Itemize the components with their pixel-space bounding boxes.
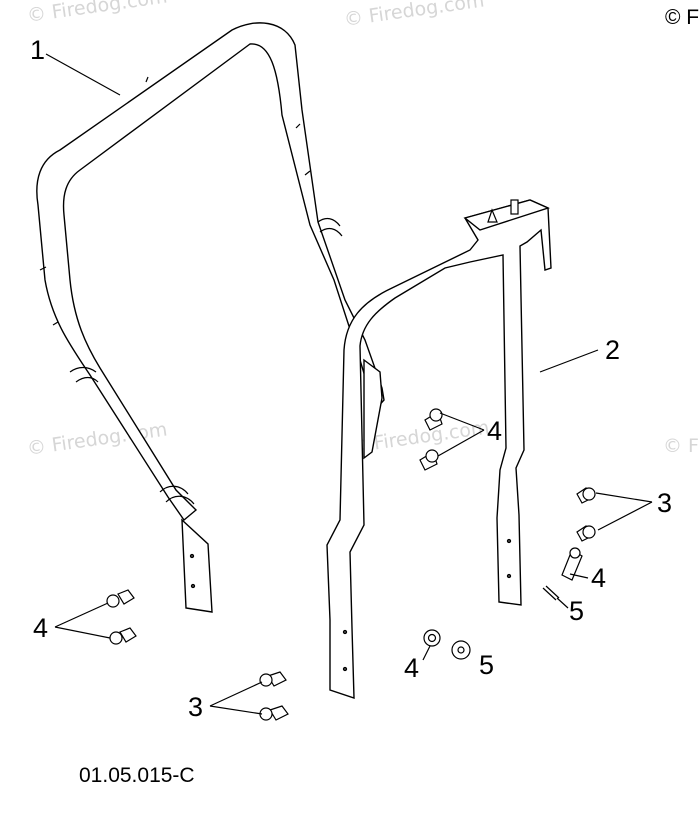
leader-line: [595, 492, 653, 503]
watermark: © F: [663, 435, 699, 457]
nut-part-4: [423, 629, 441, 647]
bolt-part-4: [106, 589, 135, 608]
leader-line: [437, 429, 485, 457]
bolt-part-4: [109, 627, 137, 645]
callout-5: 5: [569, 596, 584, 626]
rollover-tube-part-1: [36, 22, 385, 613]
callout-3: 3: [188, 692, 203, 722]
leader-line: [569, 573, 589, 579]
callout-3: 3: [657, 488, 672, 518]
callout-4: 4: [33, 613, 48, 643]
watermark: © Firedog.com: [343, 0, 486, 31]
leader-line: [209, 705, 263, 715]
leader-line: [422, 645, 431, 661]
leader-line: [209, 681, 263, 707]
leader-line: [597, 501, 653, 531]
leader-line: [439, 412, 485, 431]
washer-part-5: [451, 640, 471, 660]
bolt-part-4: [561, 547, 583, 581]
watermark: © Firedog.com: [26, 0, 169, 27]
rollover-tube-part-2: [326, 199, 552, 699]
callout-1: 1: [30, 35, 45, 65]
bolt-part-3: [576, 487, 596, 504]
diagram-code: 01.05.015-C: [79, 764, 195, 787]
leader-line: [556, 597, 569, 609]
callout-4: 4: [591, 563, 606, 593]
leader-line: [45, 53, 121, 96]
bolt-part-4: [419, 449, 439, 471]
bolt-part-4: [424, 408, 443, 431]
leader-line: [54, 602, 109, 628]
callout-2: 2: [605, 335, 620, 365]
callout-4: 4: [487, 416, 502, 446]
bolt-part-3: [259, 671, 287, 687]
leader-line: [539, 349, 599, 373]
copyright-fragment: © F: [665, 6, 699, 29]
pin-part-5: [542, 585, 560, 601]
callout-4: 4: [404, 653, 419, 683]
bolt-part-3: [576, 525, 596, 542]
bolt-part-3: [259, 705, 289, 721]
callout-5: 5: [479, 650, 494, 680]
leader-line: [54, 626, 111, 639]
